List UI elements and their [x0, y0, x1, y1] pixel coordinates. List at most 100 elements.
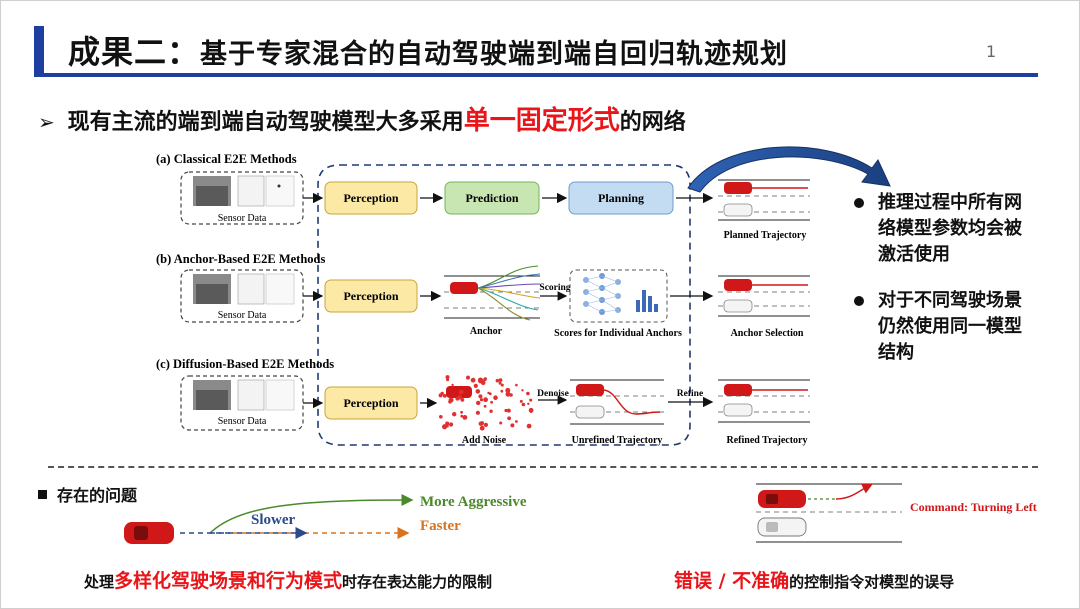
planned-trajectory-scene	[718, 179, 810, 221]
side-bullet-line: 推理过程中所有网	[878, 192, 1022, 213]
noise-dot	[442, 394, 447, 398]
noise-dot	[470, 377, 476, 383]
row-a-sensor-box: Sensor Data	[180, 171, 304, 225]
noise-dot	[449, 422, 454, 427]
noise-dot	[445, 375, 450, 380]
noise-dot	[499, 421, 503, 425]
noise-dot	[483, 404, 487, 408]
planned-trajectory-label: Planned Trajectory	[724, 230, 807, 241]
title-sub: 基于专家混合的自动驾驶端到端自回归轨迹规划	[200, 39, 789, 70]
planning-label: Planning	[598, 191, 644, 205]
row-a-perception-box	[324, 181, 418, 215]
side-bullet-line: 络模型参数均会被	[878, 218, 1022, 239]
side-bullet-line: 仍然使用同一模型	[878, 316, 1022, 337]
noise-dot	[479, 425, 485, 431]
main-bullet: ➢ 现有主流的端到端自动驾驶模型大多采用单一固定形式的网络	[38, 100, 686, 137]
row-b-perception-box	[324, 279, 418, 313]
row-b-title: (b) Anchor-Based E2E Methods	[156, 252, 325, 266]
curved-blue-arrow-icon	[687, 146, 891, 193]
scores-label: Scores for Individual Anchors	[554, 328, 682, 339]
row-c-perception-label: Perception	[343, 396, 398, 410]
noise-dot	[500, 389, 504, 393]
unrefined-trajectory-label: Unrefined Trajectory	[572, 435, 663, 446]
title-underline	[34, 73, 1038, 77]
side-bullet-line: 结构	[878, 342, 914, 363]
noise-dot	[504, 408, 508, 413]
command-illustration: Command: Turning Left	[756, 483, 1037, 543]
white-car-icon	[723, 299, 753, 313]
more-aggressive-label: More Aggressive	[420, 494, 527, 510]
noise-dot	[476, 400, 481, 406]
red-car-icon	[576, 384, 604, 396]
noise-dot	[506, 408, 511, 413]
noise-dot	[478, 421, 483, 426]
caption-left-highlight: 多样化驾驶场景和行为模式	[114, 570, 343, 592]
caption-left-prefix: 处理	[84, 573, 115, 591]
noise-dot	[495, 378, 500, 383]
noise-dot	[505, 387, 511, 393]
noise-dot	[439, 415, 443, 419]
noise-dot	[526, 423, 532, 429]
section-divider	[48, 466, 1038, 468]
unrefined-trajectory-scene	[570, 379, 664, 425]
square-bullet-icon	[38, 490, 47, 499]
noise-dot	[529, 410, 533, 413]
caption-left-suffix: 时存在表达能力的限制	[342, 573, 493, 591]
noise-dot	[462, 415, 468, 420]
noise-dot	[446, 378, 450, 382]
noise-dot	[460, 410, 463, 414]
white-car-icon	[723, 403, 753, 417]
noise-dot	[487, 391, 490, 395]
noise-dot	[457, 395, 462, 400]
add-noise-label: Add Noise	[462, 435, 507, 446]
noise-dot	[515, 420, 518, 423]
row-b-perception-label: Perception	[343, 289, 398, 303]
scoring-network	[569, 269, 668, 323]
planning-box	[568, 181, 674, 215]
noise-dot	[493, 395, 498, 401]
row-a-perception-label: Perception	[343, 191, 398, 205]
main-bullet-highlight: 单一固定形式	[463, 106, 620, 136]
noise-dot	[507, 416, 511, 421]
command-label: Command: Turning Left	[910, 500, 1037, 514]
scoring-label: Scoring	[539, 283, 570, 293]
noise-dot	[527, 402, 530, 405]
noise-dot	[521, 402, 526, 407]
white-car-icon	[757, 517, 807, 537]
noise-dot	[515, 383, 518, 387]
row-c-perception-box	[324, 386, 418, 420]
prediction-label: Prediction	[465, 191, 518, 205]
side-bullet-item: 对于不同驾驶场景 仍然使用同一模型 结构	[852, 288, 1052, 366]
faster-label: Faster	[420, 518, 461, 534]
noise-dot	[519, 399, 523, 403]
noise-dot	[460, 398, 465, 402]
noise-dot	[490, 400, 493, 404]
noise-dot	[473, 383, 478, 388]
behavior-mode-illustration: More Aggressive Slower Faster	[124, 494, 527, 544]
prediction-box	[444, 181, 540, 215]
noise-dot	[483, 397, 488, 403]
noise-dot	[498, 378, 503, 382]
noise-dot	[478, 394, 483, 399]
caption-right-highlight: 错误 / 不准确	[674, 570, 790, 592]
problems-heading-text: 存在的问题	[57, 486, 138, 505]
noise-dot	[442, 424, 448, 430]
noise-dot	[460, 414, 464, 418]
noise-dot	[500, 383, 504, 387]
anchor-scene	[444, 265, 541, 321]
noise-dot	[483, 377, 487, 382]
bullet-dot-icon	[854, 198, 864, 208]
caption-expressiveness: 处理多样化驾驶场景和行为模式时存在表达能力的限制	[84, 566, 492, 593]
refined-trajectory-scene	[718, 379, 810, 423]
noise-dot	[448, 400, 452, 404]
side-bullet-item: 推理过程中所有网 络模型参数均会被 激活使用	[852, 190, 1052, 268]
row-c-sensor-box: Sensor Data	[180, 375, 304, 431]
caption-right-suffix: 的控制指令对模型的误导	[789, 573, 955, 591]
red-car-icon	[724, 279, 752, 291]
noise-dot	[466, 375, 470, 380]
row-b-sensor-box: Sensor Data	[180, 269, 304, 323]
row-a-title: (a) Classical E2E Methods	[156, 152, 297, 166]
anchor-selection-label: Anchor Selection	[731, 328, 804, 339]
noise-dot	[477, 377, 484, 383]
